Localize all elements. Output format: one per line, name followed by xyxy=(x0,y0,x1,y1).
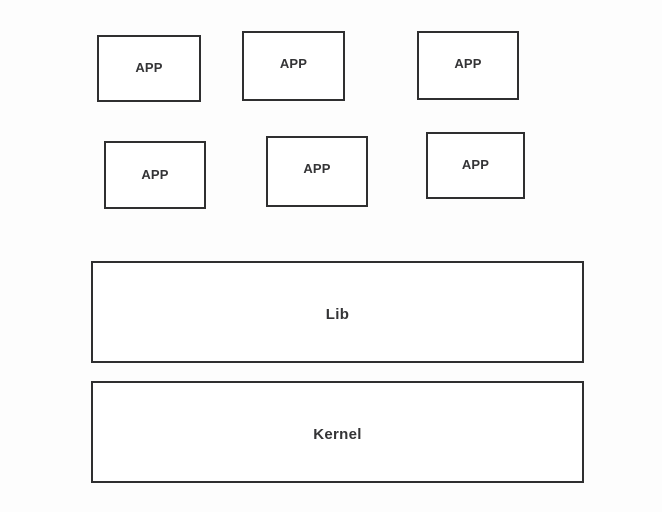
app-box-r2c2-label: APP xyxy=(303,161,331,176)
layer-bar-kernel-label: Kernel xyxy=(313,425,362,443)
app-box-r1c2-label: APP xyxy=(279,55,308,71)
app-box-r1c2: APP xyxy=(242,31,345,101)
layer-bar-lib: Lib xyxy=(91,261,584,363)
layer-bar-kernel: Kernel xyxy=(91,381,584,483)
layer-bar-lib-label: Lib xyxy=(325,305,350,323)
app-box-r2c1: APP xyxy=(104,141,206,209)
app-box-r2c2: APP xyxy=(266,136,368,207)
app-box-r1c1: APP xyxy=(97,35,201,102)
app-box-r2c1-label: APP xyxy=(141,166,169,182)
app-box-r1c3: APP xyxy=(417,31,519,100)
app-box-r1c3-label: APP xyxy=(454,56,482,71)
app-box-r2c3: APP xyxy=(426,132,525,199)
app-box-r2c3-label: APP xyxy=(461,157,490,172)
app-box-r1c1-label: APP xyxy=(135,60,163,75)
